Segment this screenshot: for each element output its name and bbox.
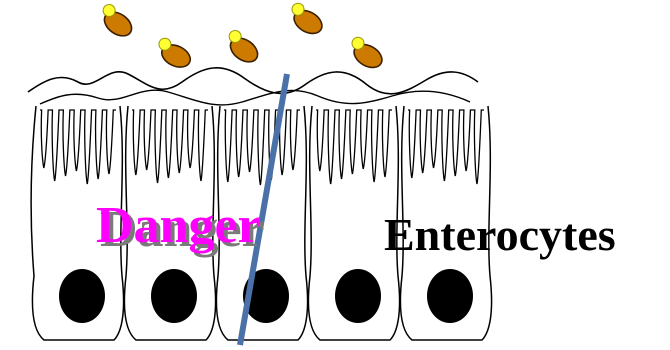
mucus-layer-inner [40, 90, 470, 105]
microvilli [40, 110, 116, 184]
nucleus [59, 269, 105, 323]
bacteria-group [95, 1, 387, 72]
microvilli [224, 110, 300, 185]
microvilli [132, 110, 208, 183]
bacterium [153, 36, 195, 71]
mucus-layer [28, 68, 478, 94]
bacterium [345, 35, 387, 72]
bacterium [95, 2, 137, 41]
danger-label: Danger [96, 197, 261, 254]
bacterium [285, 1, 327, 38]
nucleus [151, 269, 197, 323]
bacterium [221, 28, 263, 67]
microvilli [316, 110, 392, 184]
nucleus [335, 269, 381, 323]
enterocytes-label: Enterocytes [384, 209, 616, 260]
microvilli [408, 110, 484, 184]
nucleus [427, 269, 473, 323]
